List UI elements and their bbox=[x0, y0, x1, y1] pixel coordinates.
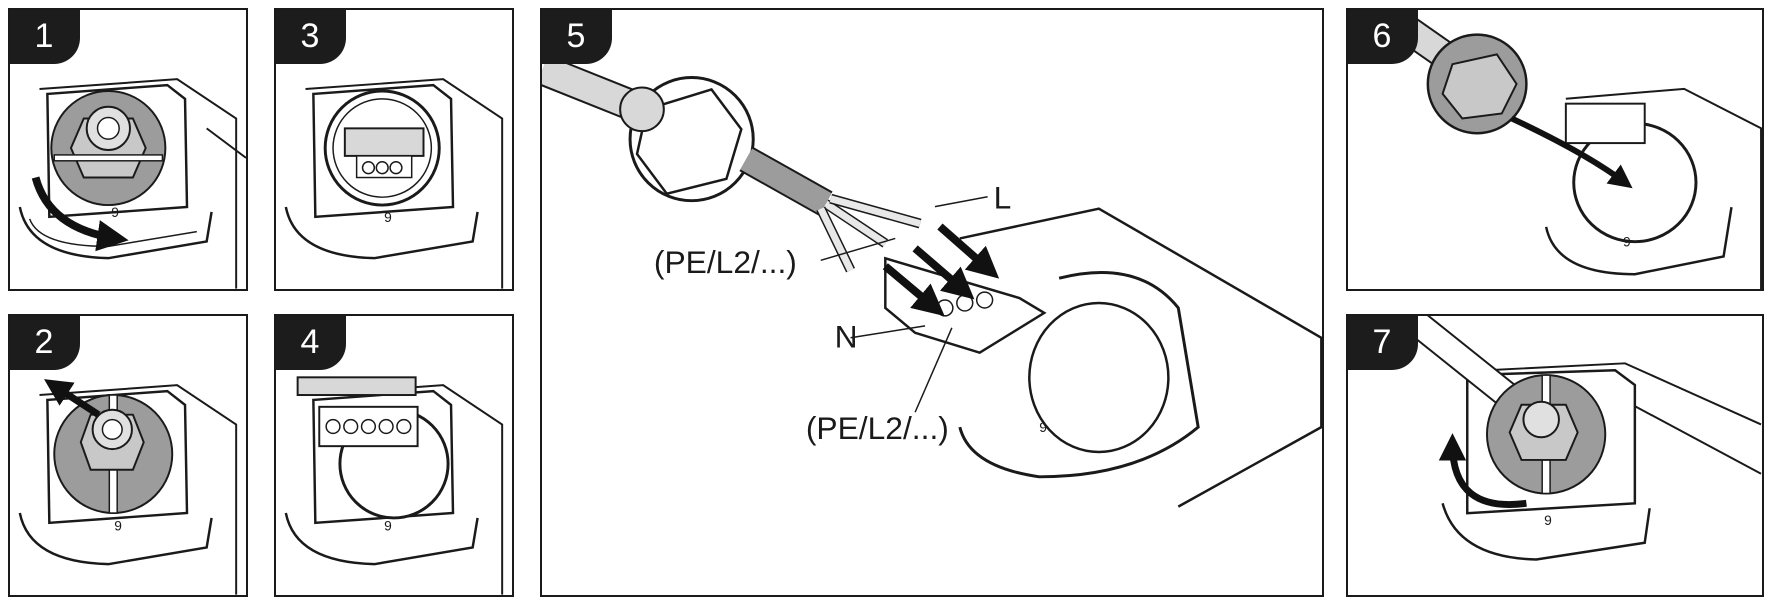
step-7-badge: 7 bbox=[1348, 316, 1418, 370]
step-7-illustration: 9 bbox=[1399, 316, 1762, 561]
housing-mark: 9 bbox=[384, 210, 392, 225]
label-pe-top: (PE/L2/...) bbox=[654, 244, 797, 280]
housing-mark: 9 bbox=[111, 205, 119, 220]
label-pe-bottom: (PE/L2/...) bbox=[806, 410, 949, 446]
step-3-badge: 3 bbox=[276, 10, 346, 64]
step-2-panel: 2 9 bbox=[8, 314, 248, 597]
step-1-panel: 1 9 bbox=[8, 8, 248, 291]
step-1-badge: 1 bbox=[10, 10, 80, 64]
step-1-illustration: 9 bbox=[18, 78, 246, 289]
step-5-badge: 5 bbox=[542, 10, 612, 64]
step-5-illustration: L (PE/L2/...) N (PE/L2/...) 9 bbox=[542, 54, 1322, 508]
step-7-panel: 7 9 bbox=[1346, 314, 1764, 597]
step-4-badge: 4 bbox=[276, 316, 346, 370]
step-3-panel: 3 9 bbox=[274, 8, 514, 291]
step-4-panel: 4 9 bbox=[274, 314, 514, 597]
step-2-badge: 2 bbox=[10, 316, 80, 370]
housing-mark: 9 bbox=[1623, 235, 1631, 250]
step-3-illustration: 9 bbox=[284, 78, 504, 289]
step-6-panel: 6 9 bbox=[1346, 8, 1764, 291]
housing-mark: 9 bbox=[1039, 419, 1047, 435]
step-6-badge: 6 bbox=[1348, 10, 1418, 64]
step-5-panel: 5 L (PE/L2/... bbox=[540, 8, 1324, 597]
step-6-illustration: 9 bbox=[1399, 17, 1762, 289]
step-2-illustration: 9 bbox=[18, 379, 238, 595]
label-neutral: N bbox=[835, 319, 858, 355]
housing-mark: 9 bbox=[1544, 513, 1552, 528]
step-4-illustration: 9 bbox=[284, 376, 504, 595]
housing-mark: 9 bbox=[114, 519, 122, 534]
housing-mark: 9 bbox=[384, 519, 392, 534]
label-live: L bbox=[994, 180, 1012, 216]
